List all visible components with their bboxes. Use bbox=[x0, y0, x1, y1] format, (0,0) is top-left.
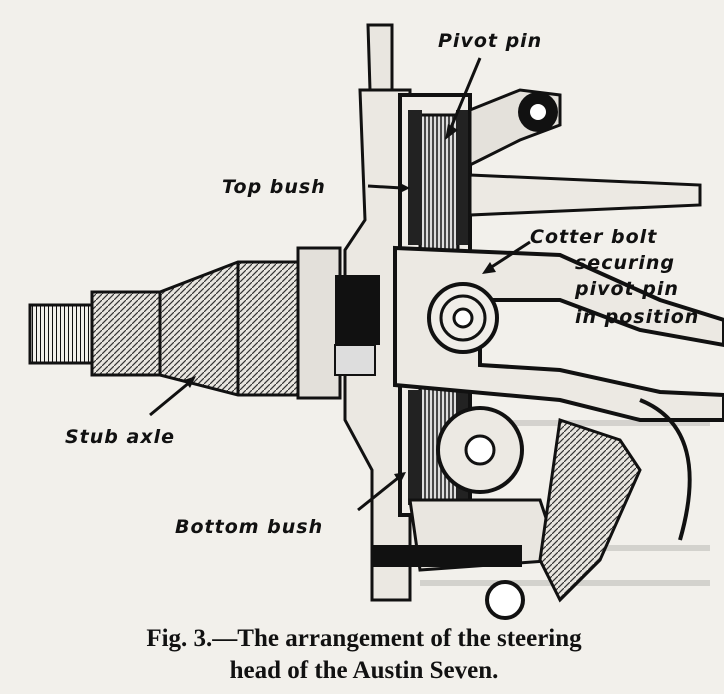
leader-lines bbox=[149, 57, 531, 512]
label-pivot-pin: Pivot pin bbox=[438, 30, 543, 52]
label-bottom-bush: Bottom bush bbox=[175, 516, 324, 538]
label-cotter-bolt-line3: pivot pin bbox=[575, 278, 679, 300]
figure-caption-line1: Fig. 3.—The arrangement of the steering bbox=[146, 625, 582, 652]
bottom-bush bbox=[408, 390, 422, 505]
label-cotter-bolt-line4: in position bbox=[575, 306, 700, 328]
arrow-heads bbox=[184, 124, 496, 484]
axle-carrier bbox=[366, 23, 394, 92]
label-cotter-bolt-line1: Cotter bolt bbox=[530, 226, 658, 248]
top-bush bbox=[408, 110, 422, 245]
axle-collar bbox=[296, 246, 342, 400]
stub-axle-thread bbox=[28, 303, 94, 365]
label-top-bush: Top bush bbox=[222, 176, 326, 198]
label-cotter-bolt-line2: securing bbox=[575, 252, 675, 274]
stub-axle bbox=[90, 260, 302, 397]
figure-caption-line2: head of the Austin Seven. bbox=[229, 657, 499, 684]
label-stub-axle: Stub axle bbox=[65, 426, 175, 448]
